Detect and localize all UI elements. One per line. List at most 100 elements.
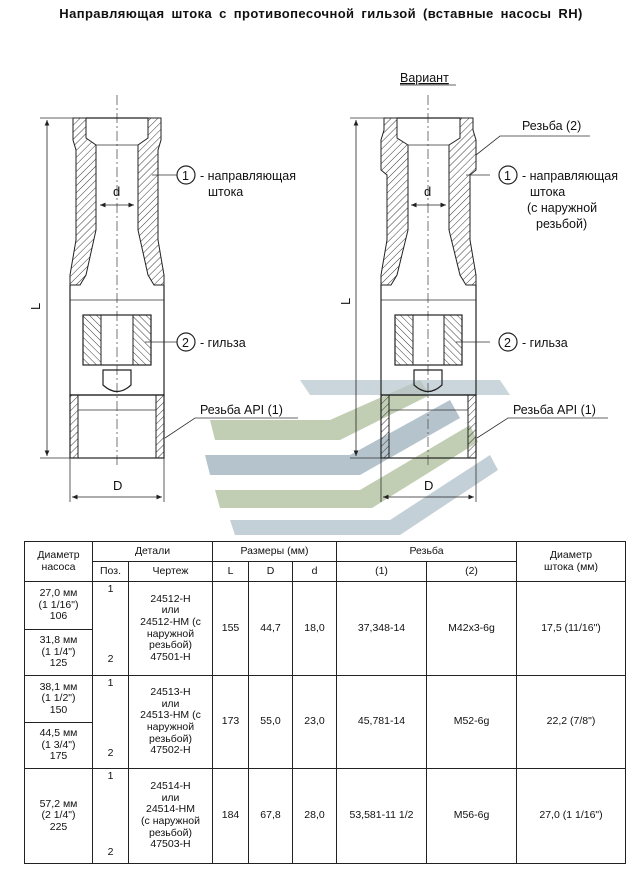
thread-2-cell: M56-6g bbox=[426, 768, 518, 864]
right-callout-1-number: 1 bbox=[504, 169, 511, 183]
pump-diameter-text: 125 bbox=[49, 657, 68, 670]
header-D: D bbox=[248, 561, 293, 582]
pump-diameter-text: (1 1/2") bbox=[41, 692, 76, 705]
right-callout-1-line-3: (с наружной bbox=[527, 201, 597, 215]
left-callout-1-number: 1 bbox=[182, 169, 189, 183]
pump-diameter-text: 150 bbox=[49, 703, 68, 716]
d-cell: 23,0 bbox=[291, 675, 338, 769]
header-thread: Резьба bbox=[336, 541, 518, 562]
pump-diameter-text: (1 1/16") bbox=[38, 598, 79, 611]
pos-value: 2 bbox=[107, 846, 114, 859]
header-pump-diameter-line-2: насоса bbox=[41, 560, 76, 573]
pos-cell: 1 2 bbox=[92, 675, 129, 769]
drawing-text: 24512-H bbox=[150, 592, 191, 605]
drawing-text: 24514-HM bbox=[145, 803, 196, 816]
header-thread-1: (1) bbox=[336, 561, 428, 582]
header-sizes: Размеры (мм) bbox=[211, 541, 338, 562]
table-row: 57,2 мм (2 1/4") 225 1 2 24514-H или 245… bbox=[24, 768, 627, 864]
header-pump-diameter: Диаметр насоса bbox=[24, 541, 93, 582]
drawing-text: 47502-H bbox=[150, 744, 191, 757]
pump-diameter-cell: 27,0 мм (1 1/16") 106 bbox=[24, 581, 93, 630]
header-thread-2: (2) bbox=[426, 561, 518, 582]
table-subheader-row: Поз. Чертеж L D d (1) (2) bbox=[25, 561, 626, 582]
left-dim-L: L bbox=[28, 303, 43, 310]
right-callout-2-label: - гильза bbox=[522, 336, 568, 350]
left-callout-1-line-2: штока bbox=[208, 185, 243, 199]
left-thread-api-label: Резьба API (1) bbox=[200, 403, 283, 417]
header-d: d bbox=[291, 561, 338, 582]
left-dim-D: D bbox=[113, 478, 122, 493]
right-dim-L: L bbox=[338, 298, 353, 305]
D-cell: 44,7 bbox=[248, 581, 293, 676]
drawing-cell: 24512-H или 24512-HM (с наружной резьбой… bbox=[128, 581, 213, 676]
pump-diameter-text: 27,0 мм bbox=[39, 587, 78, 600]
left-callout-1-line-1: - направляющая bbox=[200, 169, 296, 183]
pump-diameter-text: 175 bbox=[49, 750, 68, 763]
header-drawing: Чертеж bbox=[128, 561, 213, 582]
left-dim-d: d bbox=[113, 184, 120, 199]
header-pump-diameter-line-1: Диаметр bbox=[37, 548, 80, 561]
drawing-text: резьбой) bbox=[149, 826, 192, 839]
thread-1-cell: 53,581-11 1/2 bbox=[336, 768, 428, 864]
drawing-text: 47503-H bbox=[150, 838, 191, 851]
d-cell: 18,0 bbox=[291, 581, 338, 676]
pump-diameter-text: (1 1/4") bbox=[41, 645, 76, 658]
drawing-text: 24513-HM (с bbox=[140, 709, 201, 722]
technical-drawing: d L D 1 - направляющая штока 2 - гильза … bbox=[28, 71, 618, 535]
right-callout-2-number: 2 bbox=[504, 336, 511, 350]
pump-diameter-cell: 38,1 мм (1 1/2") 150 bbox=[24, 675, 93, 723]
left-callout-2-number: 2 bbox=[182, 336, 189, 350]
drawing-text: или bbox=[161, 604, 180, 617]
drawing-text: или bbox=[161, 791, 180, 804]
pump-diameter-cell: 57,2 мм (2 1/4") 225 bbox=[24, 768, 93, 864]
table-row: 31,8 мм (1 1/4") 125 bbox=[24, 629, 626, 676]
pos-value: 2 bbox=[107, 747, 114, 760]
d-cell: 28,0 bbox=[291, 768, 338, 864]
variant-label: Вариант bbox=[400, 71, 449, 85]
thread-2-cell: M42x3-6g bbox=[426, 581, 518, 676]
drawing-text: или bbox=[161, 697, 180, 710]
table-row: 27,0 мм (1 1/16") 106 1 2 24512-H или 24… bbox=[24, 581, 627, 676]
pos-value: 2 bbox=[107, 653, 114, 666]
table-row: 38,1 мм (1 1/2") 150 1 2 24513-H или 245… bbox=[24, 675, 627, 769]
pos-value: 1 bbox=[107, 770, 114, 782]
pump-diameter-text: 57,2 мм bbox=[39, 797, 78, 810]
D-cell: 55,0 bbox=[248, 675, 293, 769]
left-view: d L D 1 - направляющая штока 2 - гильза … bbox=[28, 95, 298, 502]
pump-diameter-cell: 44,5 мм (1 3/4") 175 bbox=[24, 722, 93, 769]
rod-diameter-cell: 27,0 (1 1/16") bbox=[516, 768, 627, 864]
pos-cell: 1 2 bbox=[92, 768, 129, 864]
drawing-text: 24513-H bbox=[150, 686, 191, 699]
L-cell: 173 bbox=[212, 675, 249, 769]
right-dim-D: D bbox=[424, 478, 433, 493]
drawing-text: 47501-H bbox=[150, 650, 191, 663]
drawing-text: (с наружной bbox=[141, 815, 200, 827]
L-cell: 155 bbox=[212, 581, 249, 676]
pump-diameter-text: 44,5 мм bbox=[39, 727, 78, 740]
thread-1-cell: 45,781-14 bbox=[336, 675, 428, 769]
pump-diameter-text: 106 bbox=[49, 610, 68, 623]
pump-diameter-text: 225 bbox=[49, 820, 68, 833]
rod-diameter-cell: 22,2 (7/8") bbox=[516, 675, 627, 769]
drawing-cell: 24514-H или 24514-HM (с наружной резьбой… bbox=[128, 768, 213, 864]
right-view: Вариант d L D Резьба (2) bbox=[338, 71, 618, 502]
right-callout-1-line-4: резьбой) bbox=[536, 217, 587, 231]
left-callout-2-label: - гильза bbox=[200, 336, 246, 350]
drawing-cell: 24513-H или 24513-HM (с наружной резьбой… bbox=[128, 675, 213, 769]
header-rod-diameter-line-2: штока (мм) bbox=[544, 560, 598, 573]
pump-diameter-cell: 31,8 мм (1 1/4") 125 bbox=[24, 629, 93, 676]
drawing-text: 24512-HM (с bbox=[140, 615, 201, 628]
header-pos: Поз. bbox=[92, 561, 129, 582]
thread-2-cell: M52-6g bbox=[426, 675, 518, 769]
page-title: Направляющая штока с противопесочной гил… bbox=[59, 6, 583, 21]
pump-diameter-text: (2 1/4") bbox=[41, 809, 76, 822]
right-callout-1-line-2: штока bbox=[530, 185, 565, 199]
drawing-text: резьбой) bbox=[149, 639, 192, 652]
drawing-text: наружной bbox=[146, 627, 195, 640]
right-callout-1-line-1: - направляющая bbox=[522, 169, 618, 183]
rod-diameter-cell: 17,5 (11/16") bbox=[516, 581, 627, 676]
pump-diameter-text: 31,8 мм bbox=[39, 634, 78, 647]
table-header-row: Диаметр насоса Детали Размеры (мм) Резьб… bbox=[24, 541, 627, 582]
D-cell: 67,8 bbox=[248, 768, 293, 864]
table-row: 44,5 мм (1 3/4") 175 bbox=[24, 722, 626, 769]
